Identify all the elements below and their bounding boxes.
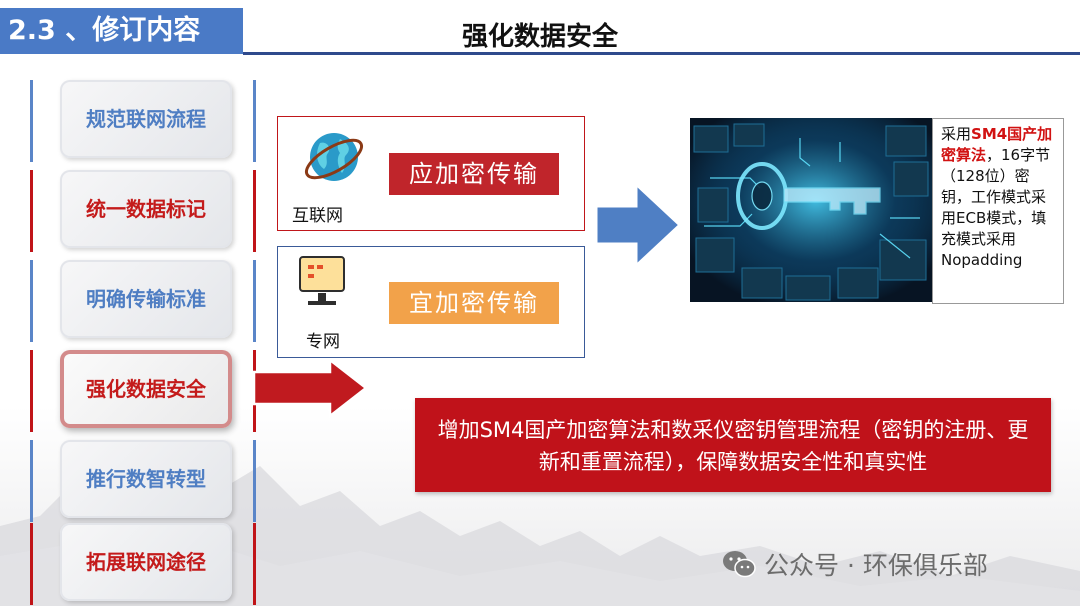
note-prefix: 采用 [941, 125, 972, 143]
circuit-key-icon [690, 118, 932, 302]
nav-item-label: 规范联网流程 [60, 80, 232, 158]
wechat-icon [723, 551, 756, 578]
watermark: 公众号 · 环保俱乐部 [722, 546, 988, 582]
private-network-caption: 专网 [306, 332, 340, 352]
nav-item-label: 强化数据安全 [60, 350, 232, 428]
nav-item-transfer-standard[interactable]: 明确传输标准 [30, 260, 256, 342]
nav-item-expand-network[interactable]: 拓展联网途径 [30, 523, 256, 605]
nav-item-label: 拓展联网途径 [60, 523, 232, 601]
red-arrow-icon [252, 358, 369, 418]
globe-icon [304, 133, 364, 181]
nav-item-network-process[interactable]: 规范联网流程 [30, 80, 256, 162]
internet-card: 应加密传输 互联网 [277, 116, 585, 231]
encrypt-required-label: 应加密传输 [389, 153, 559, 195]
internet-caption: 互联网 [292, 206, 343, 226]
nav-item-digital-transform[interactable]: 推行数智转型 [30, 440, 256, 522]
nav-item-data-security[interactable]: 强化数据安全 [30, 350, 256, 432]
section-tag: 2.3 、修订内容 [0, 8, 243, 54]
blue-arrow-icon [594, 180, 683, 270]
header-divider [243, 52, 1080, 55]
encryption-spec-note: 采用SM4国产加密算法，16字节（128位）密钥，工作模式采用ECB模式，填充模… [932, 118, 1064, 304]
note-body: ，16字节（128位）密钥，工作模式采用ECB模式，填充模式采用Nopaddin… [941, 146, 1051, 269]
nav-item-label: 明确传输标准 [60, 260, 232, 338]
nav-item-data-marking[interactable]: 统一数据标记 [30, 170, 256, 252]
encrypt-recommended-label: 宜加密传输 [389, 282, 559, 324]
monitor-icon [299, 256, 345, 305]
page-title: 强化数据安全 [461, 22, 618, 52]
note-highlight: SM4国产加密算法 [941, 125, 1053, 164]
nav-item-label: 统一数据标记 [60, 170, 232, 248]
summary-banner: 增加SM4国产加密算法和数采仪密钥管理流程（密钥的注册、更新和重置流程），保障数… [415, 398, 1051, 492]
nav-item-label: 推行数智转型 [60, 440, 232, 518]
encryption-key-image [690, 118, 932, 302]
private-network-card: 宜加密传输 专网 [277, 246, 585, 358]
watermark-text: 公众号 · 环保俱乐部 [764, 551, 988, 580]
